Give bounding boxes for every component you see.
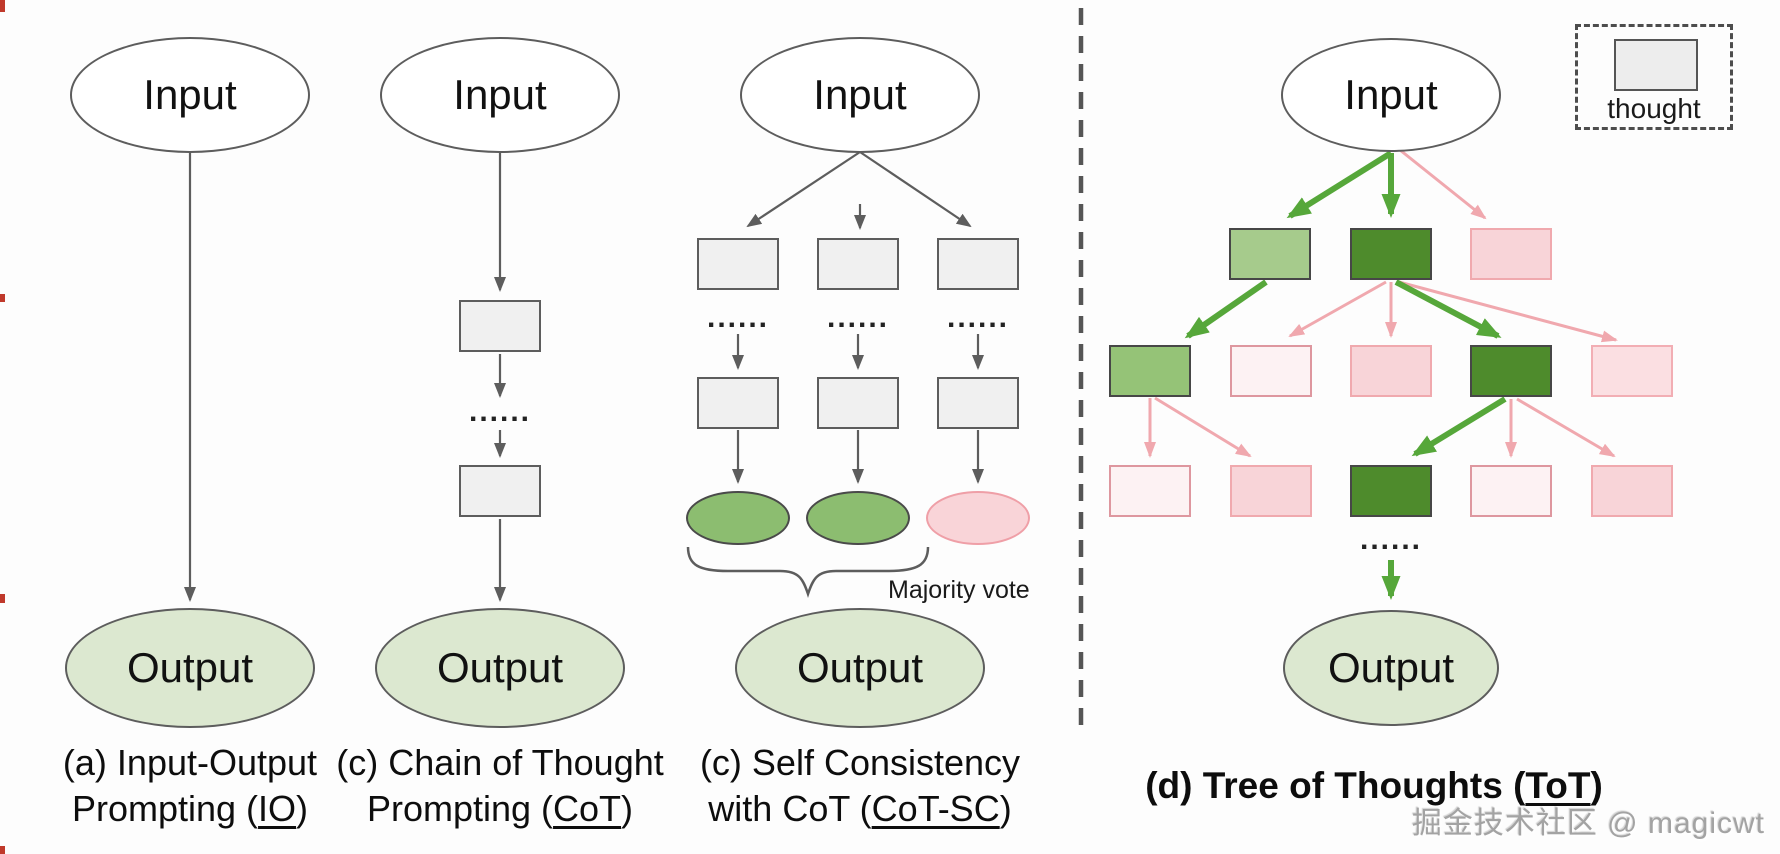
site-watermark: 掘金技术社区 @ magicwt: [1411, 807, 1765, 840]
tot-node-r3c5-pink: [1591, 465, 1673, 517]
cot-thought-node-1: [459, 300, 541, 352]
cot-caption-prefix: Prompting (: [366, 788, 554, 829]
io-input-ellipse: Input: [70, 37, 310, 153]
tot-r1n2-to-r2n5-arrow: [1398, 280, 1618, 343]
cotsc-thought-node-r2c3: [937, 377, 1019, 429]
edge-artifact-1: [0, 0, 5, 12]
cotsc-caption-suffix: ): [999, 788, 1012, 829]
edge-artifact-3: [0, 594, 5, 603]
cotsc-thought-node-r1c1: [697, 238, 779, 290]
cotsc-thought-node-r2c1: [697, 377, 779, 429]
io-caption-line1: (a) Input-Output: [62, 742, 318, 783]
tot-r1n1-to-r2n1-arrow: [1184, 279, 1268, 339]
tot-input-ellipse: Input: [1281, 38, 1501, 152]
io-caption-suffix: ): [296, 788, 309, 829]
tot-node-r2c2-pale-pink: [1230, 345, 1312, 397]
tot-r2n4-to-r3n5-arrow: [1516, 397, 1616, 458]
cotsc-output-label: Output: [796, 644, 924, 691]
tot-input-label: Input: [1344, 71, 1438, 118]
tot-node-r1c3-pink: [1470, 228, 1552, 280]
tot-caption-abbr: ToT: [1525, 765, 1591, 806]
tot-dots: ......: [1359, 523, 1422, 556]
tot-input-to-r1n1-arrow: [1286, 150, 1393, 219]
cotsc-dots-1: ......: [706, 301, 769, 334]
cotsc-answer-ellipse-1: [686, 491, 790, 545]
io-caption: (a) Input-Output Prompting (IO): [15, 740, 365, 832]
cot-caption-line1: (c) Chain of Thought: [336, 742, 664, 783]
cot-caption-suffix: ): [621, 788, 634, 829]
thought-legend: thought: [1575, 24, 1733, 130]
io-caption-line2: Prompting (IO): [15, 786, 365, 832]
tot-r2n4-to-r3n3-arrow: [1411, 396, 1507, 457]
io-caption-prefix: Prompting (: [71, 788, 259, 829]
cotsc-answer-ellipse-3: [926, 491, 1030, 545]
tot-input-to-r1n3-arrow: [1399, 148, 1487, 220]
tot-node-r3c1-pale-pink: [1109, 465, 1191, 517]
tot-node-r3c4-pale-pink: [1470, 465, 1552, 517]
cotsc-caption: (c) Self Consistency with CoT (CoT-SC): [660, 740, 1060, 832]
cotsc-answer-ellipse-2: [806, 491, 910, 545]
cotsc-caption-prefix: with CoT (: [708, 788, 872, 829]
io-output-label: Output: [126, 644, 254, 691]
tot-node-r2c1-mid-green: [1109, 345, 1191, 397]
majority-vote-label: Majority vote: [888, 576, 1030, 604]
tot-output-ellipse: Output: [1283, 610, 1499, 726]
cotsc-dots-3: ......: [946, 301, 1009, 334]
tot-r1n2-to-r2n4-arrow: [1394, 279, 1502, 339]
thought-legend-box: [1614, 39, 1698, 91]
io-caption-abbr: IO: [258, 788, 297, 829]
cot-caption: (c) Chain of Thought Prompting (CoT): [310, 740, 690, 832]
thought-legend-label: thought: [1607, 93, 1701, 124]
cotsc-input-label: Input: [813, 71, 907, 118]
cotsc-output-ellipse: Output: [735, 608, 985, 728]
edge-artifact-4: [0, 846, 5, 854]
cot-caption-abbr: CoT: [553, 788, 622, 829]
edge-artifact-2: [0, 294, 5, 302]
cotsc-input-ellipse: Input: [740, 37, 980, 153]
io-output-ellipse: Output: [65, 608, 315, 728]
cotsc-thought-node-r1c3: [937, 238, 1019, 290]
cotsc-input-branch-right-arrow: [859, 151, 972, 228]
cot-output-label: Output: [436, 644, 564, 691]
tot-node-r2c3-pink: [1350, 345, 1432, 397]
tot-r2n1-to-r3n2-arrow: [1154, 396, 1252, 458]
cot-output-ellipse: Output: [375, 608, 625, 728]
cot-input-ellipse: Input: [380, 37, 620, 153]
tot-node-r2c5-soft-pink: [1591, 345, 1673, 397]
tot-node-r1c1-light-green: [1229, 228, 1311, 280]
cotsc-caption-line1: (c) Self Consistency: [699, 742, 1021, 783]
cotsc-caption-abbr: CoT-SC: [871, 788, 1000, 829]
cot-thought-node-2: [459, 465, 541, 517]
cot-caption-line2: Prompting (CoT): [310, 786, 690, 832]
tot-r1n2-to-r2n2-arrow: [1288, 280, 1387, 338]
tot-caption-suffix: ): [1590, 765, 1603, 806]
tot-output-label: Output: [1327, 644, 1455, 691]
tot-caption-prefix: (d) Tree of Thoughts (: [1145, 765, 1526, 806]
io-input-label: Input: [143, 71, 237, 118]
cotsc-thought-node-r2c2: [817, 377, 899, 429]
cot-dots: ......: [468, 395, 531, 428]
cotsc-input-branch-left-arrow: [746, 151, 861, 228]
tot-caption: (d) Tree of Thoughts (ToT): [1084, 763, 1664, 809]
cotsc-dots-2: ......: [826, 301, 889, 334]
tot-node-r2c4-dark-green: [1470, 345, 1552, 397]
cotsc-thought-node-r1c2: [817, 238, 899, 290]
cot-input-label: Input: [453, 71, 547, 118]
tot-node-r1c2-dark-green: [1350, 228, 1432, 280]
tot-node-r3c3-dark-green: [1350, 465, 1432, 517]
cotsc-caption-line2: with CoT (CoT-SC): [660, 786, 1060, 832]
tot-node-r3c2-pink: [1230, 465, 1312, 517]
